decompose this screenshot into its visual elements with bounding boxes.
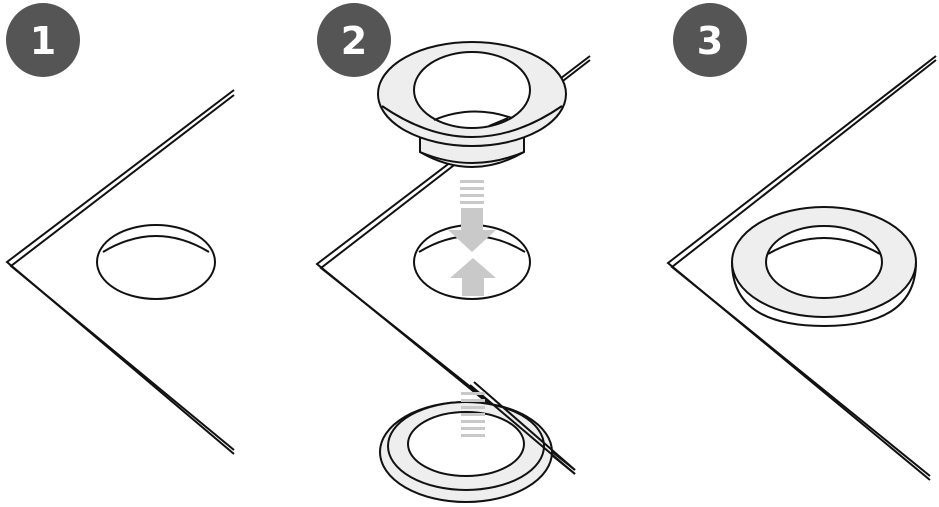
installed-grommet-inner-wall <box>767 237 881 255</box>
installed-grommet <box>731 206 917 328</box>
washer <box>379 401 553 503</box>
grommet-barrel-ring <box>419 151 525 164</box>
step-1-sheet <box>5 89 235 455</box>
installed-grommet-edge <box>731 261 917 328</box>
step-badge-circle <box>673 3 747 77</box>
arrow-down <box>448 180 496 252</box>
arrow-up <box>450 258 496 437</box>
step-badge-circle <box>317 3 391 77</box>
sheet-front-edge <box>5 89 235 455</box>
grommet-inner-wall <box>433 110 513 121</box>
washer-hole <box>407 411 525 477</box>
step-3-sheet <box>666 55 937 481</box>
step-2-panel: 2 <box>315 3 591 503</box>
sheet-edge-overlap-back <box>473 381 576 471</box>
step-1-number: 1 <box>30 19 56 63</box>
step-1-panel: 1 <box>5 3 235 455</box>
hole-inner-edge <box>102 235 210 253</box>
sheet-back-edge <box>670 59 937 477</box>
installed-grommet-hole <box>765 225 883 299</box>
grommet-hole <box>413 51 531 129</box>
step-3-panel: 3 <box>666 3 937 481</box>
step-badge-circle <box>6 3 80 77</box>
sheet-through-grommet <box>488 117 509 127</box>
grommet-flange-edge <box>381 105 563 138</box>
step-3-number: 3 <box>697 19 723 63</box>
step-3-badge: 3 <box>673 3 747 77</box>
punched-hole <box>96 224 216 300</box>
grommet-eyelet <box>377 41 567 168</box>
sheet-edge-overlap <box>469 384 576 475</box>
step-1-badge: 1 <box>6 3 80 77</box>
step-2-badge: 2 <box>317 3 391 77</box>
sheet-back-edge <box>9 94 235 451</box>
sheet-front-edge <box>666 55 937 481</box>
step-2-number: 2 <box>341 19 367 63</box>
